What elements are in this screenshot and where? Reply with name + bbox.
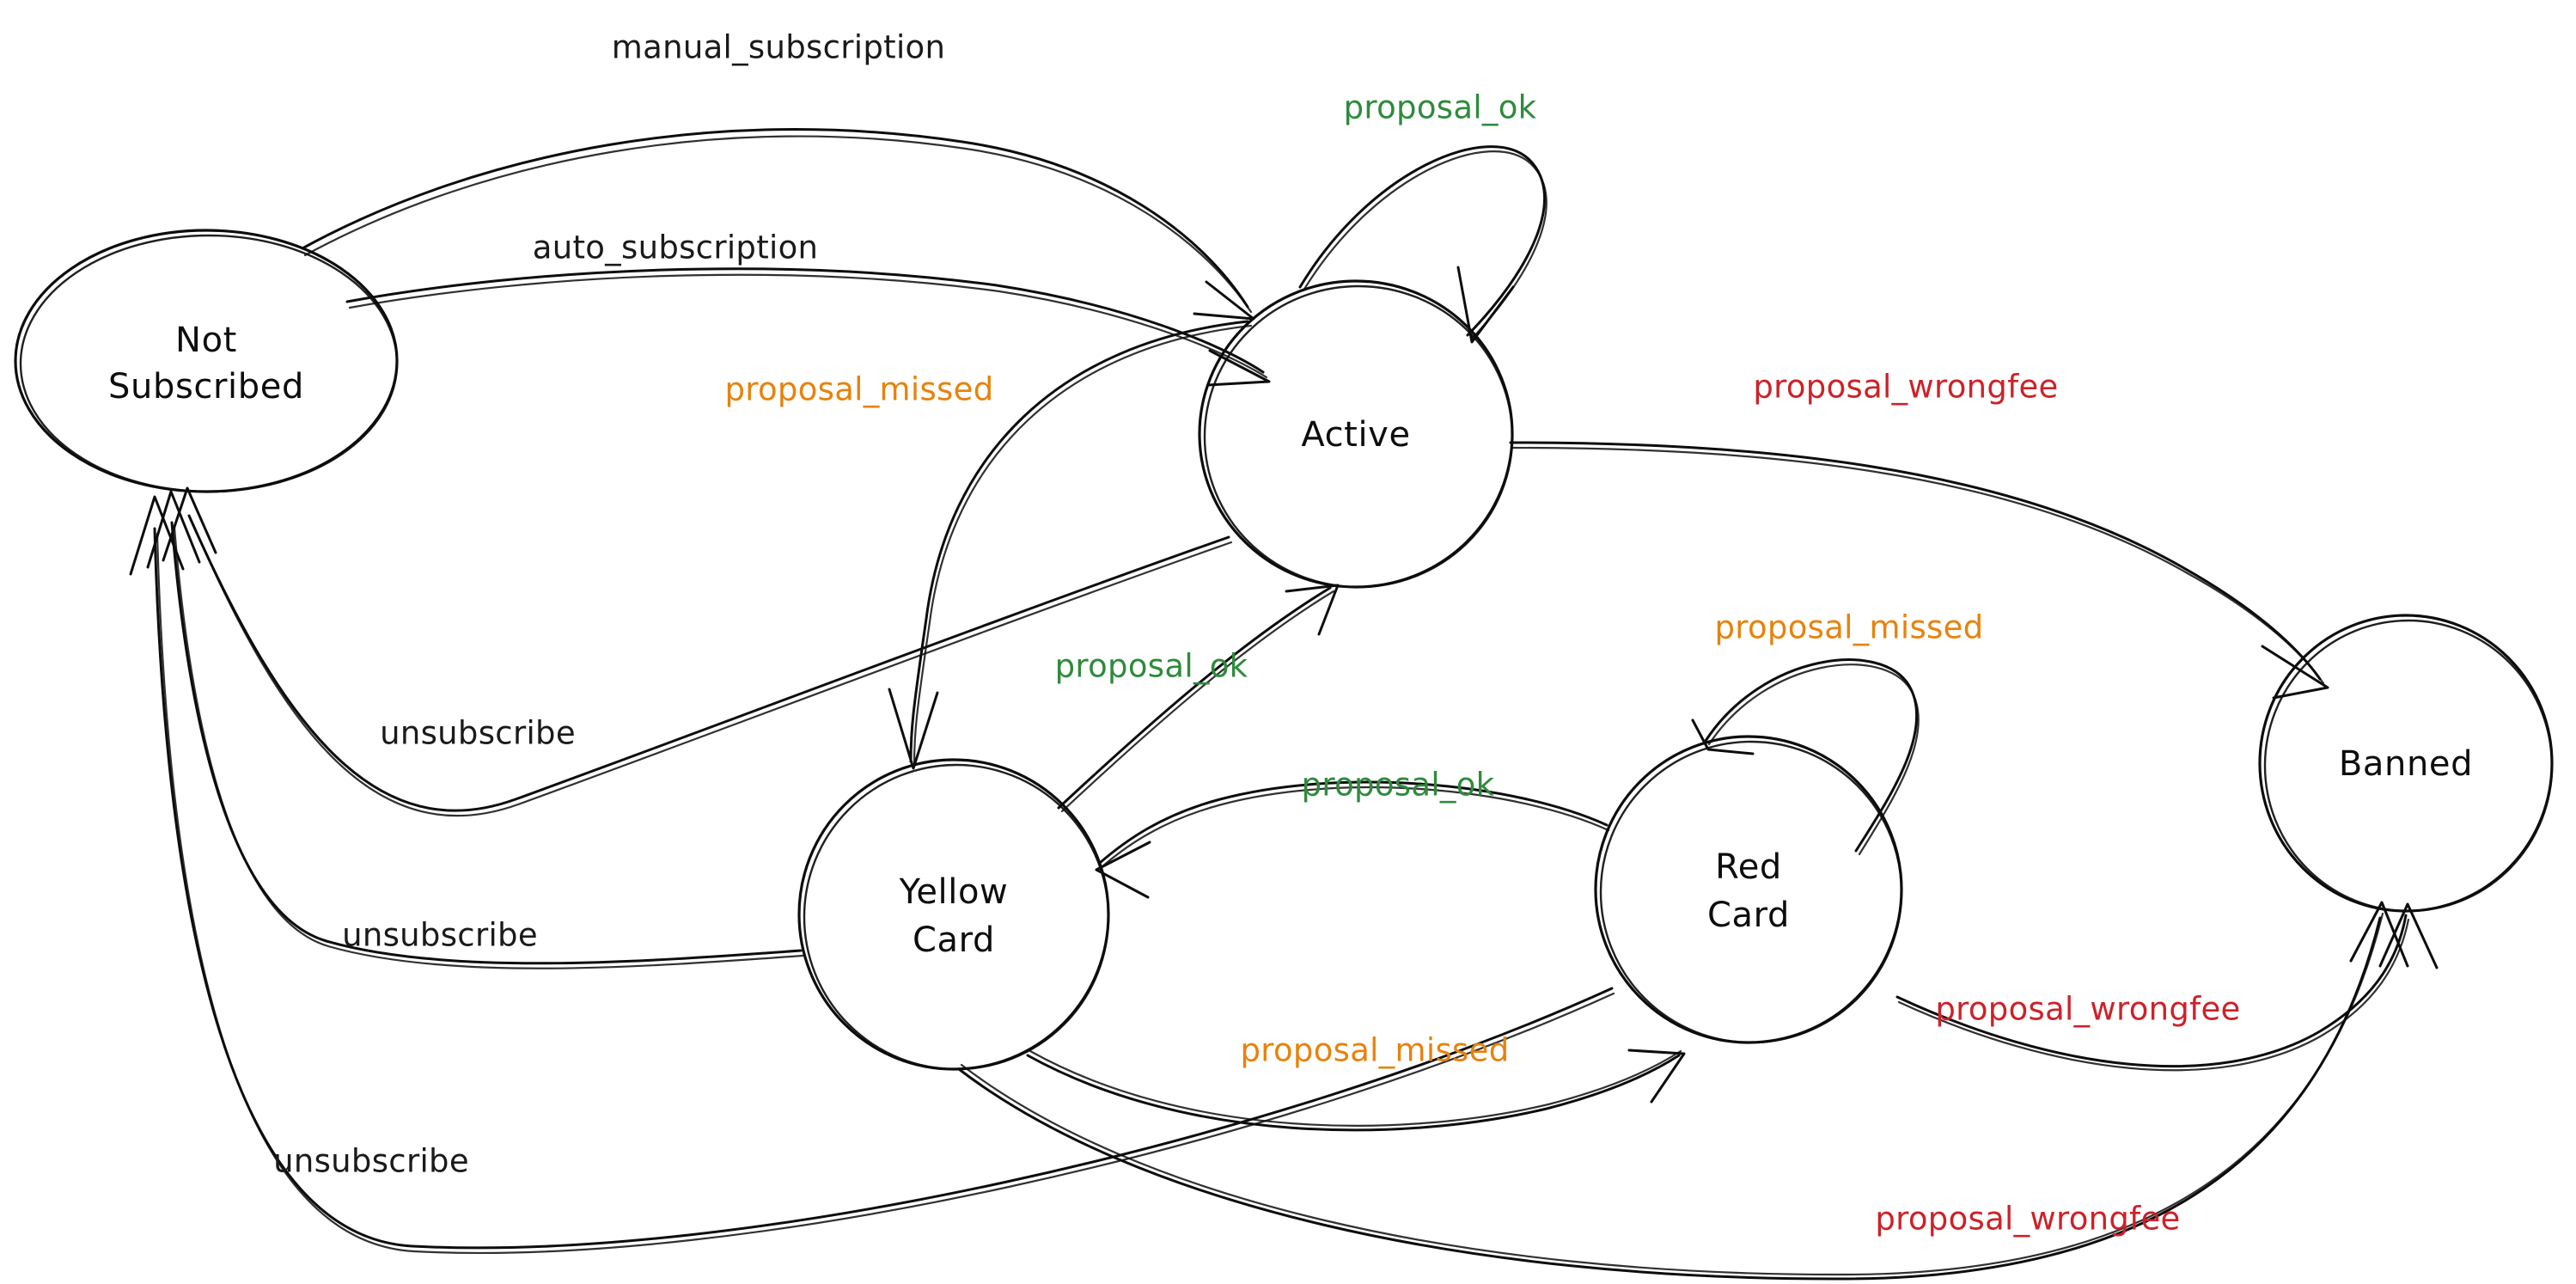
edge-label-yellow-to-active: proposal_ok xyxy=(1055,648,1248,685)
edge-label-yellow-to-banned: proposal_wrongfee xyxy=(1875,1201,2180,1238)
edge-labels-layer: manual_subscription auto_subscription pr… xyxy=(273,29,2240,1238)
edge-red-to-yellow-proposal-ok[interactable] xyxy=(1095,780,1610,899)
edge-label-yellow-unsubscribe: unsubscribe xyxy=(342,917,538,954)
edge-label-active-self-proposal-ok: proposal_ok xyxy=(1344,89,1537,126)
state-node-yellow-card[interactable]: Yellow Card xyxy=(797,758,1110,1071)
state-label-active: Active xyxy=(1301,415,1410,455)
edge-label-red-unsubscribe: unsubscribe xyxy=(273,1143,469,1180)
edge-label-redcard-self: proposal_missed xyxy=(1714,609,1983,646)
edge-red-to-banned-proposal-wrongfee[interactable] xyxy=(1895,902,2439,1072)
edge-yellow-to-banned-proposal-wrongfee[interactable] xyxy=(957,901,2409,1281)
edge-yellow-to-red-proposal-missed[interactable] xyxy=(1026,1049,1686,1132)
state-label-banned: Banned xyxy=(2339,744,2473,784)
state-label-red-card-line2: Card xyxy=(1707,896,1790,935)
edge-label-yellow-to-red: proposal_missed xyxy=(1240,1032,1509,1069)
state-node-banned[interactable]: Banned xyxy=(2258,614,2554,913)
edge-label-active-to-yellow: proposal_missed xyxy=(724,371,993,408)
edge-redcard-self-proposal-missed[interactable] xyxy=(1691,658,1920,856)
edge-yellow-to-active-proposal-ok[interactable] xyxy=(1057,584,1340,813)
states-layer: Not Subscribed Active Yellow Card Red xyxy=(14,229,2554,1071)
state-label-not-subscribed-line1: Not xyxy=(175,321,237,360)
state-label-red-card-line1: Red xyxy=(1715,847,1782,887)
edge-manual-subscription[interactable] xyxy=(301,128,1255,321)
edge-label-active-unsubscribe: unsubscribe xyxy=(380,715,576,752)
state-node-red-card[interactable]: Red Card xyxy=(1594,735,1903,1044)
state-label-yellow-card-line2: Card xyxy=(913,920,995,960)
state-node-not-subscribed[interactable]: Not Subscribed xyxy=(14,229,399,493)
state-node-active[interactable]: Active xyxy=(1198,279,1514,589)
edge-label-auto-subscription: auto_subscription xyxy=(533,229,819,266)
edge-active-self-proposal-ok[interactable] xyxy=(1298,145,1547,344)
edge-label-red-to-yellow: proposal_ok xyxy=(1302,767,1495,804)
edges-layer xyxy=(129,128,2439,1281)
state-label-yellow-card-line1: Yellow xyxy=(899,872,1009,912)
edge-label-manual-subscription: manual_subscription xyxy=(612,29,945,66)
edge-active-to-yellow-proposal-missed[interactable] xyxy=(888,320,1253,770)
state-label-not-subscribed-line2: Subscribed xyxy=(108,367,304,407)
edge-red-to-notsubscribed-unsubscribe[interactable] xyxy=(129,495,1615,1254)
edge-auto-subscription[interactable] xyxy=(345,267,1271,387)
edge-label-red-to-banned: proposal_wrongfee xyxy=(1935,991,2240,1028)
edge-active-to-banned-proposal-wrongfee[interactable] xyxy=(1509,441,2329,700)
edge-label-active-to-banned: proposal_wrongfee xyxy=(1753,369,2058,406)
